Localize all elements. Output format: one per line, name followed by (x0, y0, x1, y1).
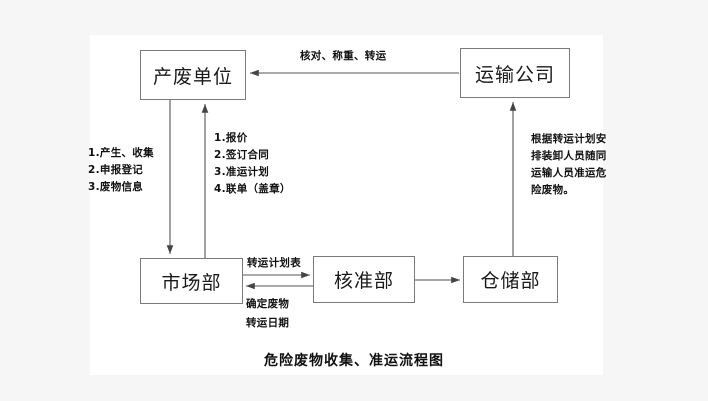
edge-label-line: 2.签订合同 (214, 149, 270, 161)
node-producer[interactable]: 产废单位 (140, 50, 246, 100)
edge-label-line: 3.废物信息 (88, 181, 144, 193)
diagram-title: 危险废物收集、准运流程图 (264, 353, 444, 369)
node-approval[interactable]: 核准部 (313, 256, 415, 303)
edge-label-transfer-plan-sheet: 转运计划表 (247, 257, 301, 269)
edge-label-line: 确定废物 (246, 298, 290, 310)
edge-label-storage-to-transport-note: 根据转运计划安排装卸人员随同运输人员准运危险废物。 (531, 133, 607, 196)
edge-label-line: 3.准运计划 (214, 166, 270, 178)
edge-label-line: 转运日期 (246, 317, 290, 329)
node-transport[interactable]: 运输公司 (460, 48, 570, 98)
node-storage[interactable]: 仓储部 (463, 256, 558, 303)
edge-label-line: 1.产生、收集 (88, 147, 154, 159)
node-market[interactable]: 市场部 (140, 258, 243, 304)
edge-label-producer-outputs: 1.产生、收集 2.申报登记 3.废物信息 (88, 145, 154, 196)
edge-label-line: 2.申报登记 (88, 164, 144, 176)
edge-label-line: 4.联单（盖章） (214, 183, 291, 195)
edge-label-confirm-transfer-date: 确定废物 转运日期 (246, 295, 289, 333)
edge-label-verify-weigh-transfer: 核对、称重、转运 (300, 50, 387, 62)
edge-label-market-steps: 1.报价 2.签订合同 3.准运计划 4.联单（盖章） (214, 130, 291, 198)
edge-label-line: 1.报价 (214, 132, 248, 144)
